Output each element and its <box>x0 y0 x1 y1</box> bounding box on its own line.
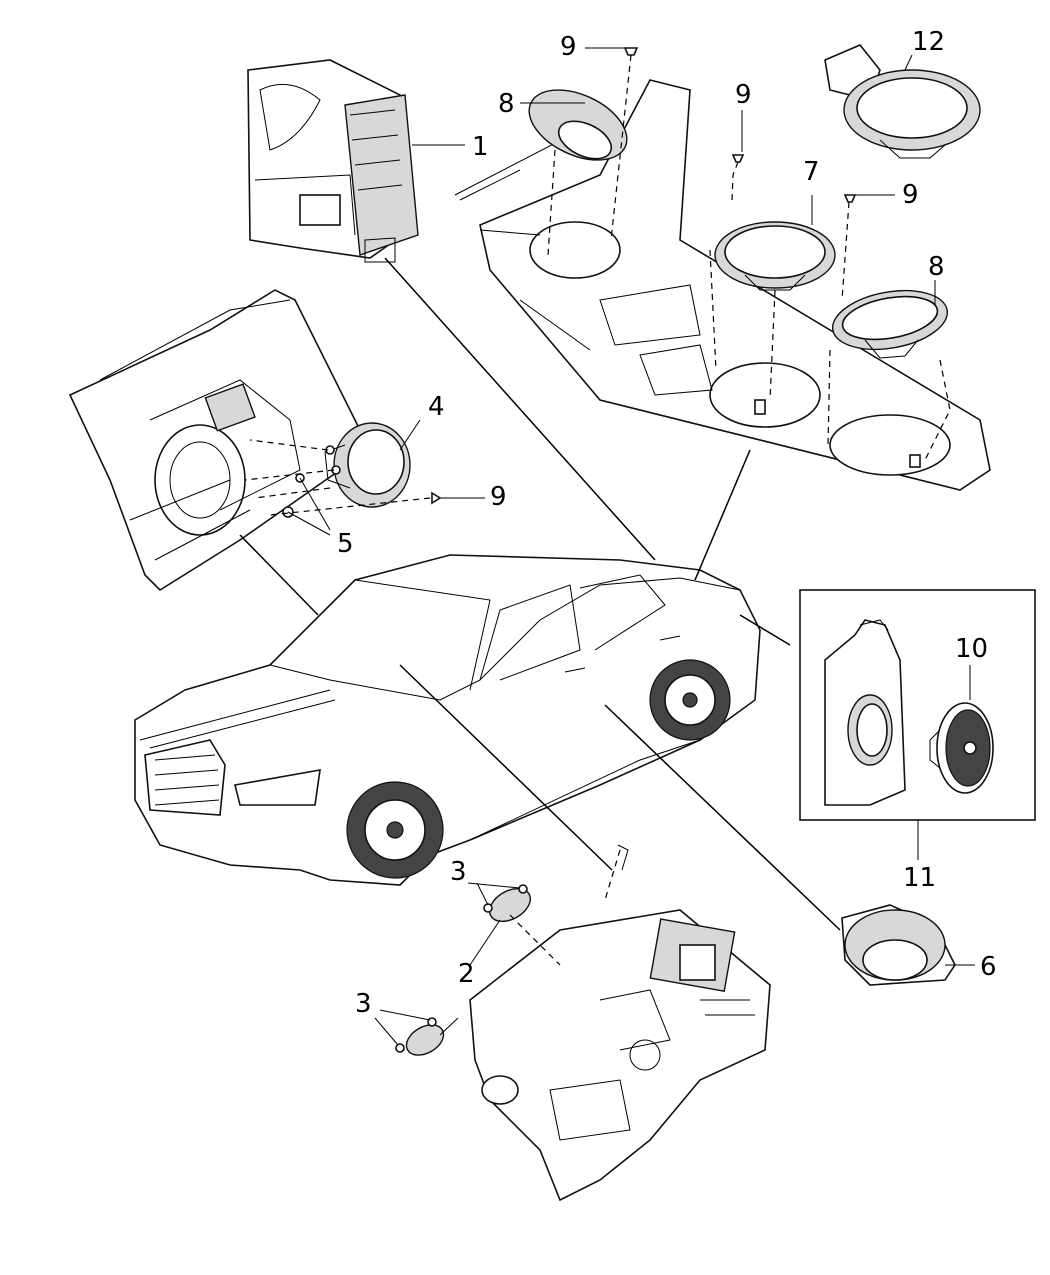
callout-10: 10 <box>955 634 988 664</box>
callout-5: 5 <box>337 529 354 559</box>
speaker-icon <box>929 702 994 794</box>
callout-11: 11 <box>903 863 936 893</box>
amplifier-module-icon <box>247 59 419 263</box>
instrument-panel-icon <box>469 909 771 1202</box>
sedan-drawing-icon <box>134 554 761 886</box>
speaker-icon <box>714 221 836 291</box>
callout-12: 12 <box>912 27 945 57</box>
callout-7: 7 <box>803 157 820 187</box>
speaker-icon <box>528 89 628 161</box>
callout-9-door: 9 <box>490 482 507 512</box>
speaker-icon <box>841 904 956 986</box>
callout-2: 2 <box>458 959 475 989</box>
speaker-icon <box>324 422 411 508</box>
speaker-icon <box>831 289 949 359</box>
callout-1: 1 <box>472 132 489 162</box>
callout-9-top: 9 <box>560 32 577 62</box>
screw-icon <box>431 47 857 505</box>
callout-3-lower: 3 <box>355 989 372 1019</box>
callout-4: 4 <box>428 392 445 422</box>
rear-package-shelf-icon <box>454 79 991 491</box>
callout-9-right: 9 <box>902 180 919 210</box>
callout-8-upper: 8 <box>498 89 515 119</box>
callout-3-upper: 3 <box>450 857 467 887</box>
speaker-icon <box>405 887 531 1056</box>
subwoofer-icon <box>824 619 906 806</box>
speaker-icon <box>824 44 981 159</box>
callout-9-middle: 9 <box>735 80 752 110</box>
callout-8-right: 8 <box>928 252 945 282</box>
callout-6: 6 <box>980 952 997 982</box>
front-door-panel-icon <box>68 289 361 592</box>
